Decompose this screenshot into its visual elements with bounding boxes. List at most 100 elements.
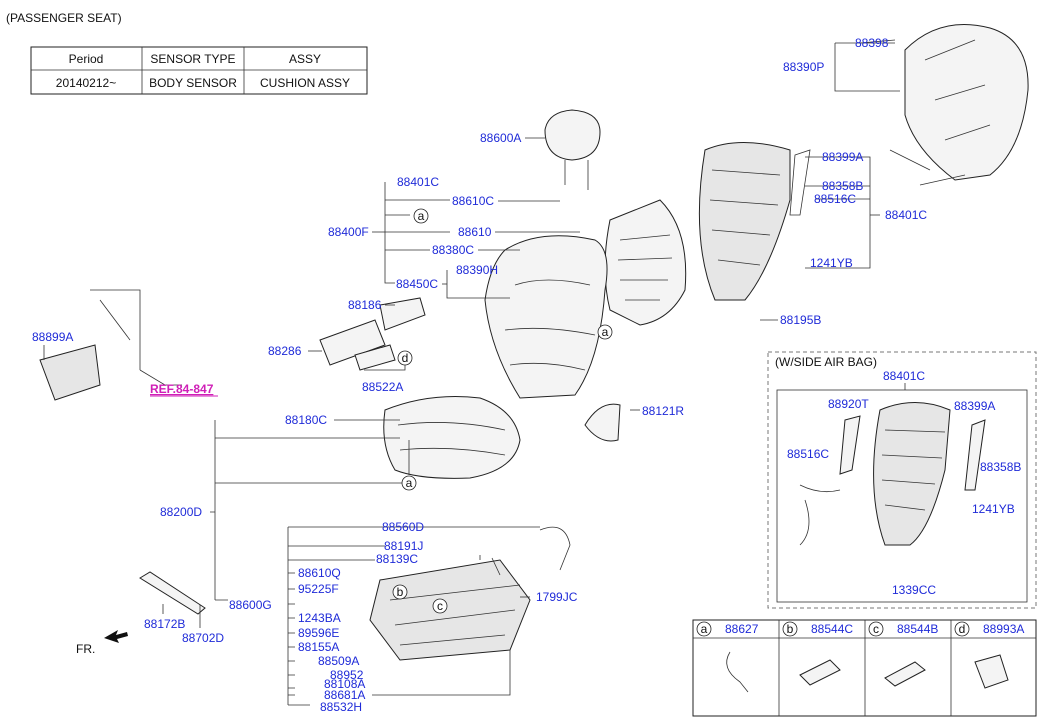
- label-88702D: 88702D: [182, 631, 224, 645]
- label-89596E: 89596E: [298, 626, 339, 640]
- label-88610: 88610: [458, 225, 492, 239]
- callout-b: b: [392, 584, 408, 600]
- callout-c: c: [432, 598, 448, 614]
- label-88610C: 88610C: [452, 194, 494, 208]
- label-88509A: 88509A: [318, 654, 359, 668]
- label-88401C-right: 88401C: [885, 208, 927, 222]
- label-1241YB: 1241YB: [810, 256, 853, 270]
- label-88450C: 88450C: [396, 277, 438, 291]
- label-95225F: 95225F: [298, 582, 339, 596]
- label-88516C: 88516C: [814, 192, 856, 206]
- label-88390H: 88390H: [456, 263, 498, 277]
- label-88899A: 88899A: [32, 330, 73, 344]
- label-88358B: 88358B: [822, 179, 863, 193]
- svg-text:d: d: [959, 622, 966, 636]
- svg-text:c: c: [437, 599, 443, 613]
- label-88532H: 88532H: [320, 700, 362, 714]
- label-88172B: 88172B: [144, 617, 185, 631]
- label-88952: 88952: [330, 668, 364, 682]
- front-direction-indicator: FR.: [76, 630, 128, 656]
- label-88600A: 88600A: [480, 131, 521, 145]
- diagram-title: (PASSENGER SEAT): [6, 11, 122, 25]
- headrest-drawing: [544, 109, 601, 190]
- callout-a-2: a: [597, 324, 613, 340]
- front-label: FR.: [76, 642, 95, 656]
- callout-a-3: a: [401, 475, 417, 491]
- label-88400F: 88400F: [328, 225, 369, 239]
- label-88186: 88186: [348, 298, 382, 312]
- airbag-label-88516C: 88516C: [787, 447, 829, 461]
- svg-text:a: a: [406, 476, 413, 490]
- side-airbag-panel: (W/SIDE AIR BAG) 88401C 88920T 88399A 88…: [767, 351, 1037, 609]
- airbag-label-88401C: 88401C: [883, 369, 925, 383]
- side-trim-drawing: [319, 297, 426, 371]
- legend-item-b: b 88544C: [782, 621, 853, 686]
- legend-item-a: a 88627: [696, 621, 759, 693]
- label-88398: 88398: [855, 36, 889, 50]
- airbag-label-1339CC: 1339CC: [892, 583, 936, 597]
- ref-link[interactable]: REF.84-847: [150, 382, 214, 396]
- seatback-cover-drawing: [484, 235, 608, 399]
- legend-table: a 88627 b 88544C c 88544B d 88993A: [692, 619, 1037, 717]
- svg-text:b: b: [787, 622, 794, 636]
- seatback-rear-panel-drawing: [889, 24, 1029, 186]
- airbag-label-88920T: 88920T: [828, 397, 869, 411]
- airbag-label-1241YB: 1241YB: [972, 502, 1015, 516]
- svg-text:b: b: [397, 585, 404, 599]
- seat-cushion-drawing: [383, 396, 521, 479]
- airbag-label-88399A: 88399A: [954, 399, 995, 413]
- svg-text:88544C: 88544C: [811, 622, 853, 636]
- svg-text:a: a: [701, 622, 708, 636]
- label-88401C: 88401C: [397, 175, 439, 189]
- label-1799JC: 1799JC: [536, 590, 578, 604]
- svg-text:88993A: 88993A: [983, 622, 1024, 636]
- label-88399A: 88399A: [822, 150, 863, 164]
- part-labels: 88398 88390P 88600A 88399A 88358B 88516C…: [32, 36, 927, 714]
- spec-table: Period SENSOR TYPE ASSY 20140212~ BODY S…: [30, 46, 368, 95]
- label-88139C: 88139C: [376, 552, 418, 566]
- label-88286: 88286: [268, 344, 302, 358]
- table-cell-sensor-type: BODY SENSOR: [149, 76, 237, 90]
- svg-text:a: a: [418, 209, 425, 223]
- seatback-frame-drawing: [698, 142, 811, 301]
- svg-text:c: c: [873, 622, 879, 636]
- svg-text:d: d: [402, 351, 409, 365]
- legend-item-d: d 88993A: [954, 621, 1024, 689]
- label-88390P: 88390P: [783, 60, 824, 74]
- label-88560D: 88560D: [382, 520, 424, 534]
- label-88380C: 88380C: [432, 243, 474, 257]
- leader-lines: [43, 39, 900, 706]
- label-88600G: 88600G: [229, 598, 272, 612]
- table-header-assy: ASSY: [289, 52, 321, 66]
- label-88180C: 88180C: [285, 413, 327, 427]
- side-airbag-title: (W/SIDE AIR BAG): [775, 355, 877, 369]
- front-arrow-icon: [104, 630, 128, 643]
- seatback-pad-drawing: [604, 199, 687, 326]
- label-88681A: 88681A: [324, 688, 365, 702]
- seat-track-drawing: [369, 526, 571, 661]
- label-88108A: 88108A: [324, 677, 365, 691]
- label-88195B: 88195B: [780, 313, 821, 327]
- table-cell-assy: CUSHION ASSY: [260, 76, 350, 90]
- side-cover-drawing: [584, 403, 621, 442]
- table-header-sensor-type: SENSOR TYPE: [150, 52, 235, 66]
- svg-text:88544B: 88544B: [897, 622, 938, 636]
- svg-text:88627: 88627: [725, 622, 759, 636]
- label-88522A: 88522A: [362, 380, 403, 394]
- callout-a-1: a: [413, 208, 429, 224]
- callout-d: d: [397, 350, 413, 366]
- label-88610Q: 88610Q: [298, 566, 341, 580]
- table-header-period: Period: [69, 52, 104, 66]
- label-88200D: 88200D: [160, 505, 202, 519]
- table-cell-period: 20140212~: [56, 76, 116, 90]
- hinge-bracket-drawing: [39, 289, 141, 401]
- label-88121R: 88121R: [642, 404, 684, 418]
- trim-strip-drawing: [139, 571, 206, 615]
- label-1243BA: 1243BA: [298, 611, 341, 625]
- svg-text:a: a: [602, 325, 609, 339]
- label-88191J: 88191J: [384, 539, 423, 553]
- airbag-label-88358B: 88358B: [980, 460, 1021, 474]
- label-88155A: 88155A: [298, 640, 339, 654]
- legend-item-c: c 88544B: [868, 621, 938, 687]
